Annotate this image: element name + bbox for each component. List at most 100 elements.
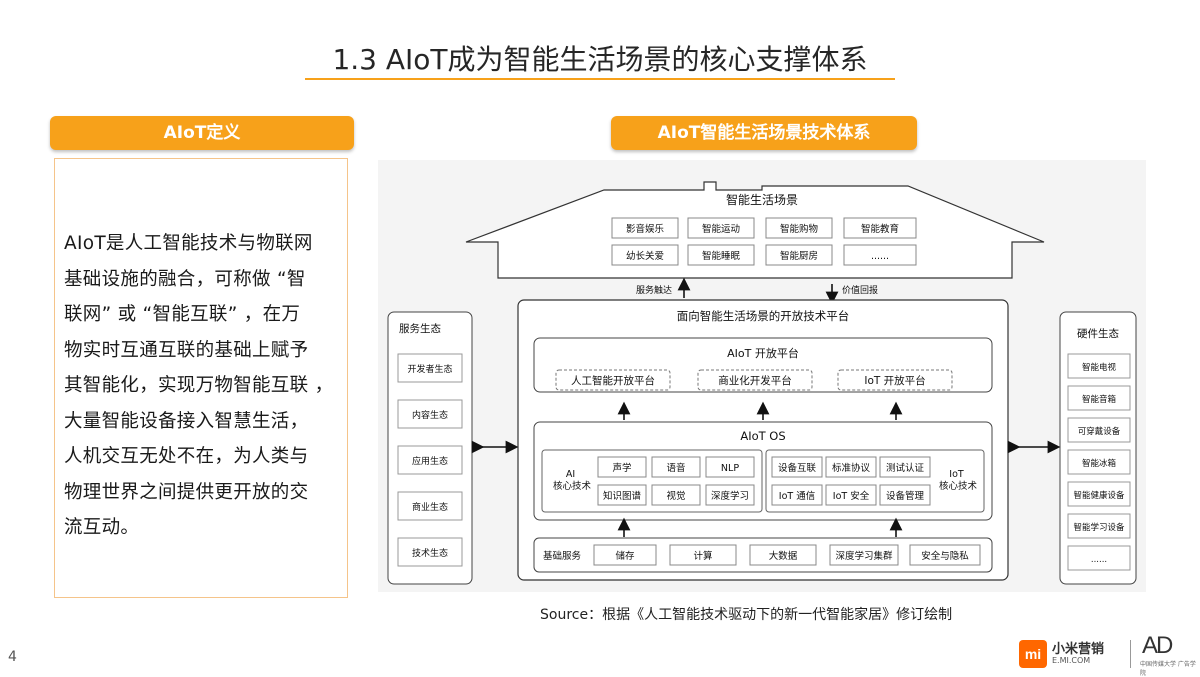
ai-item-label: 视觉	[666, 490, 685, 502]
definition-text: AIoT是人工智能技术与物联网 基础设施的融合，可称做 “智 联网” 或 “智能…	[64, 226, 354, 546]
scene-box	[611, 244, 679, 266]
hardware-eco-item-label: ......	[1091, 555, 1107, 565]
scene-label: 智能运动	[702, 223, 740, 235]
scene-box	[843, 244, 917, 266]
base-item-label: 深度学习集群	[835, 550, 893, 562]
open-platform-item	[697, 369, 813, 391]
roof-title: 智能生活场景	[726, 192, 798, 207]
definition-line: 物理世界之间提供更开放的交	[64, 481, 309, 503]
arrow-down-label: 价值回报	[842, 284, 878, 296]
ai-item-label: 深度学习	[711, 490, 749, 502]
definition-line: 基础设施的融合，可称做 “智	[64, 268, 306, 290]
definition-line: 大量智能设备接入智慧生活，	[64, 410, 309, 432]
ad-logo-icon: AD	[1142, 632, 1173, 659]
os-title: AIoT OS	[740, 429, 785, 443]
definition-line: 其智能化，实现万物智能互联 ，	[64, 375, 334, 396]
iot-item	[879, 484, 931, 506]
definition-line: AIoT是人工智能技术与物联网	[64, 233, 313, 254]
ai-item	[651, 456, 701, 478]
iot-item-label: IoT 通信	[779, 490, 815, 502]
scene-box	[843, 217, 917, 239]
open-platform-title: AIoT 开放平台	[727, 346, 799, 360]
scene-label: 影音娱乐	[626, 223, 665, 235]
iot-item	[825, 484, 877, 506]
hardware-eco-item	[1067, 449, 1131, 475]
arrow-up-label: 服务触达	[636, 284, 672, 296]
base-item	[593, 544, 657, 566]
platform-title: 面向智能生活场景的开放技术平台	[677, 309, 850, 323]
iot-item	[879, 456, 931, 478]
mi-logo-icon: mi	[1019, 640, 1047, 668]
scene-box	[687, 244, 755, 266]
service-eco-item	[397, 445, 463, 475]
hardware-eco-item-label: 智能学习设备	[1073, 522, 1125, 533]
base-item-label: 储存	[615, 550, 635, 562]
source-note: Source：根据《人工智能技术驱动下的新一代智能家居》修订绘制	[540, 607, 953, 623]
scene-label: 智能教育	[861, 223, 899, 235]
brand-name: 小米营销	[1052, 642, 1105, 657]
scene-label: ......	[871, 251, 889, 262]
open-platform-item-label: IoT 开放平台	[864, 374, 925, 387]
ai-item	[651, 484, 701, 506]
scene-box	[765, 244, 833, 266]
base-item-label: 计算	[693, 550, 712, 562]
hardware-eco-item	[1067, 385, 1131, 411]
service-eco-item-label: 应用生态	[412, 455, 448, 467]
architecture-header: AIoT智能生活场景技术体系	[611, 116, 917, 150]
scene-box	[765, 217, 833, 239]
ai-core-label: AI 核心技术	[553, 469, 592, 492]
service-eco-title: 服务生态	[399, 322, 441, 335]
ai-item-label: NLP	[721, 463, 739, 474]
service-eco-item-label: 开发者生态	[407, 363, 452, 375]
scene-label: 智能睡眠	[702, 250, 741, 262]
open-platform-item-label: 商业化开发平台	[718, 374, 792, 387]
open-platform-item	[837, 369, 953, 391]
service-eco-item	[397, 537, 463, 567]
iot-core-label: IoT 核心技术	[939, 469, 978, 492]
hardware-eco-item-label: 智能健康设备	[1073, 490, 1125, 501]
hardware-eco-title: 硬件生态	[1077, 327, 1119, 340]
architecture-diagram: 智能生活场景 影音娱乐 智能运动 智能购物 智能教育 幼长关爱 智能睡眠 智能厨…	[378, 160, 1146, 592]
service-eco-item-label: 内容生态	[412, 409, 448, 421]
ai-item	[597, 484, 647, 506]
hardware-eco-box	[1059, 311, 1137, 585]
open-platform-item	[555, 369, 671, 391]
open-platform-item-label: 人工智能开放平台	[571, 374, 655, 387]
service-eco-item-label: 技术生态	[412, 547, 448, 559]
base-item-label: 大数据	[769, 550, 798, 562]
service-eco-item	[397, 353, 463, 383]
logo-divider	[1130, 640, 1131, 668]
iot-item-label: 设备管理	[886, 490, 925, 502]
ai-item	[705, 456, 755, 478]
iot-item	[825, 456, 877, 478]
definition-line: 物实时互通互联的基础上赋予	[64, 339, 309, 361]
page-title: 1.3 AIoT成为智能生活场景的核心支撑体系	[332, 43, 868, 76]
title-underline	[305, 78, 895, 80]
base-item	[749, 544, 817, 566]
ai-item	[705, 484, 755, 506]
definition-line: 流互动。	[64, 517, 140, 538]
iot-item	[771, 484, 823, 506]
definition-box	[54, 158, 348, 598]
ad-logo-subtitle: 中国传媒大学 广告学院	[1140, 661, 1196, 677]
brand-url: E.MI.COM	[1052, 656, 1091, 665]
hardware-eco-item-label: 智能冰箱	[1082, 458, 1117, 469]
scene-label: 幼长关爱	[626, 250, 664, 262]
hardware-eco-item	[1067, 353, 1131, 379]
iot-item-label: IoT 安全	[833, 490, 870, 502]
base-service-label: 基础服务	[543, 550, 582, 562]
hardware-eco-item	[1067, 481, 1131, 507]
hardware-eco-item-label: 智能电视	[1082, 362, 1117, 373]
iot-item-label: 设备互联	[778, 462, 817, 474]
scene-label: 智能厨房	[780, 250, 818, 262]
scene-label: 智能购物	[780, 223, 819, 235]
definition-line: 人机交互无处不在，为人类与	[64, 446, 309, 467]
hardware-eco-item-label: 智能音箱	[1082, 394, 1117, 405]
hardware-eco-item	[1067, 513, 1131, 539]
ai-item-label: 声学	[612, 462, 631, 474]
base-item-label: 安全与隐私	[921, 550, 969, 562]
service-eco-item	[397, 399, 463, 429]
iot-item-label: 测试认证	[886, 462, 925, 474]
base-item	[909, 544, 981, 566]
scene-box	[687, 217, 755, 239]
